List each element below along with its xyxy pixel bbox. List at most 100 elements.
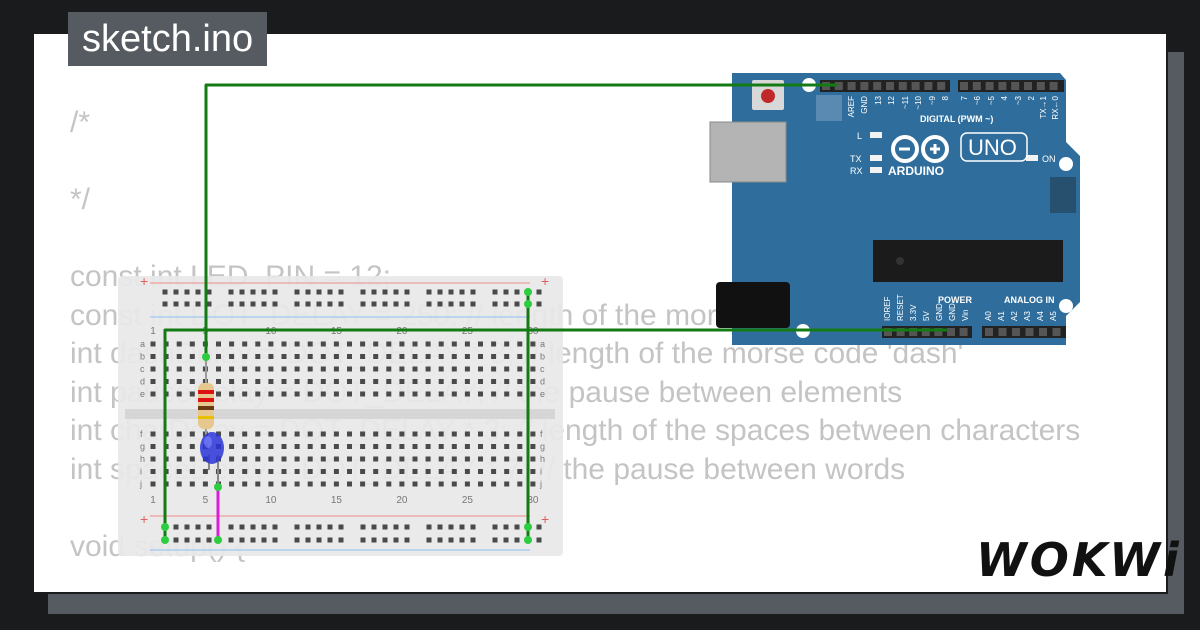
- breadboard-hole[interactable]: [491, 444, 497, 449]
- breadboard-hole[interactable]: [503, 301, 509, 307]
- breadboard-hole[interactable]: [399, 379, 405, 384]
- breadboard-hole[interactable]: [491, 431, 497, 437]
- breadboard-hole[interactable]: [425, 444, 431, 449]
- breadboard-hole[interactable]: [504, 391, 510, 397]
- breadboard-hole[interactable]: [338, 524, 344, 530]
- breadboard-hole[interactable]: [478, 481, 483, 487]
- breadboard-hole[interactable]: [176, 444, 182, 449]
- breadboard-hole[interactable]: [438, 341, 444, 347]
- breadboard-hole[interactable]: [255, 469, 261, 474]
- breadboard-hole[interactable]: [307, 469, 313, 474]
- breadboard-hole[interactable]: [176, 379, 182, 384]
- breadboard-hole[interactable]: [195, 524, 201, 530]
- breadboard-hole[interactable]: [229, 456, 235, 462]
- breadboard-hole[interactable]: [229, 341, 235, 347]
- breadboard-hole[interactable]: [478, 431, 483, 437]
- breadboard-hole[interactable]: [229, 481, 235, 487]
- breadboard-hole[interactable]: [412, 431, 418, 437]
- breadboard-hole[interactable]: [373, 391, 379, 397]
- breadboard-hole[interactable]: [382, 524, 388, 530]
- breadboard-hole[interactable]: [382, 537, 388, 543]
- breadboard-hole[interactable]: [347, 481, 352, 487]
- header-pin[interactable]: [1025, 328, 1034, 336]
- breadboard-hole[interactable]: [386, 341, 392, 347]
- breadboard-hole[interactable]: [491, 366, 497, 372]
- breadboard-hole[interactable]: [333, 469, 339, 474]
- breadboard-hole[interactable]: [189, 456, 195, 462]
- breadboard-hole[interactable]: [399, 391, 405, 397]
- breadboard-hole[interactable]: [393, 524, 399, 530]
- breadboard-hole[interactable]: [150, 469, 156, 474]
- breadboard-hole[interactable]: [150, 456, 156, 462]
- breadboard-hole[interactable]: [294, 366, 300, 372]
- header-pin[interactable]: [1011, 82, 1020, 90]
- breadboard-hole[interactable]: [268, 481, 274, 487]
- breadboard-hole[interactable]: [382, 289, 388, 295]
- breadboard-hole[interactable]: [517, 391, 523, 397]
- breadboard-hole[interactable]: [438, 456, 444, 462]
- breadboard-hole[interactable]: [425, 379, 431, 384]
- breadboard-hole[interactable]: [425, 354, 431, 359]
- reset-button[interactable]: [761, 89, 775, 103]
- breadboard-hole[interactable]: [320, 341, 326, 347]
- breadboard-hole[interactable]: [530, 391, 536, 397]
- breadboard-hole[interactable]: [307, 444, 313, 449]
- breadboard-hole[interactable]: [438, 469, 444, 474]
- breadboard-hole[interactable]: [347, 341, 352, 347]
- header-pin[interactable]: [1052, 328, 1061, 336]
- breadboard-hole[interactable]: [360, 524, 366, 530]
- breadboard-hole[interactable]: [451, 379, 457, 384]
- breadboard-hole[interactable]: [320, 456, 326, 462]
- breadboard-hole[interactable]: [503, 524, 509, 530]
- breadboard-hole[interactable]: [150, 341, 156, 347]
- breadboard-hole[interactable]: [412, 481, 418, 487]
- breadboard-hole[interactable]: [150, 354, 156, 359]
- breadboard-hole[interactable]: [150, 444, 156, 449]
- breadboard-hole[interactable]: [294, 469, 300, 474]
- breadboard-hole[interactable]: [360, 341, 366, 347]
- breadboard-hole[interactable]: [399, 366, 405, 372]
- breadboard-hole[interactable]: [242, 431, 248, 437]
- breadboard-hole[interactable]: [316, 289, 322, 295]
- breadboard-hole[interactable]: [229, 354, 235, 359]
- breadboard-hole[interactable]: [426, 289, 432, 295]
- breadboard-hole[interactable]: [451, 341, 457, 347]
- breadboard-hole[interactable]: [239, 289, 245, 295]
- breadboard-hole[interactable]: [514, 289, 520, 295]
- breadboard-hole[interactable]: [255, 391, 261, 397]
- breadboard-hole[interactable]: [425, 366, 431, 372]
- breadboard-hole[interactable]: [464, 481, 470, 487]
- breadboard-hole[interactable]: [176, 431, 182, 437]
- breadboard-hole[interactable]: [261, 524, 267, 530]
- breadboard-hole[interactable]: [184, 301, 190, 307]
- breadboard-hole[interactable]: [412, 366, 418, 372]
- breadboard-hole[interactable]: [189, 481, 195, 487]
- breadboard-hole[interactable]: [530, 431, 536, 437]
- breadboard-hole[interactable]: [437, 537, 443, 543]
- header-pin[interactable]: [1039, 328, 1047, 336]
- breadboard-hole[interactable]: [255, 366, 261, 372]
- breadboard-hole[interactable]: [412, 456, 418, 462]
- breadboard-hole[interactable]: [228, 537, 234, 543]
- breadboard-hole[interactable]: [360, 354, 366, 359]
- breadboard-hole[interactable]: [438, 354, 444, 359]
- breadboard-hole[interactable]: [360, 469, 366, 474]
- breadboard-hole[interactable]: [504, 481, 510, 487]
- breadboard-hole[interactable]: [530, 469, 536, 474]
- breadboard-hole[interactable]: [517, 456, 523, 462]
- breadboard-hole[interactable]: [333, 379, 339, 384]
- breadboard-hole[interactable]: [189, 391, 195, 397]
- breadboard-hole[interactable]: [438, 391, 444, 397]
- breadboard-hole[interactable]: [242, 379, 248, 384]
- header-pin[interactable]: [909, 328, 918, 336]
- breadboard-hole[interactable]: [294, 481, 300, 487]
- breadboard-hole[interactable]: [347, 379, 352, 384]
- breadboard-hole[interactable]: [173, 301, 179, 307]
- breadboard-hole[interactable]: [268, 469, 274, 474]
- breadboard-hole[interactable]: [281, 366, 287, 372]
- breadboard-hole[interactable]: [399, 481, 405, 487]
- header-pin[interactable]: [921, 328, 930, 336]
- breadboard-hole[interactable]: [294, 431, 300, 437]
- breadboard-hole[interactable]: [360, 444, 366, 449]
- breadboard-hole[interactable]: [373, 444, 379, 449]
